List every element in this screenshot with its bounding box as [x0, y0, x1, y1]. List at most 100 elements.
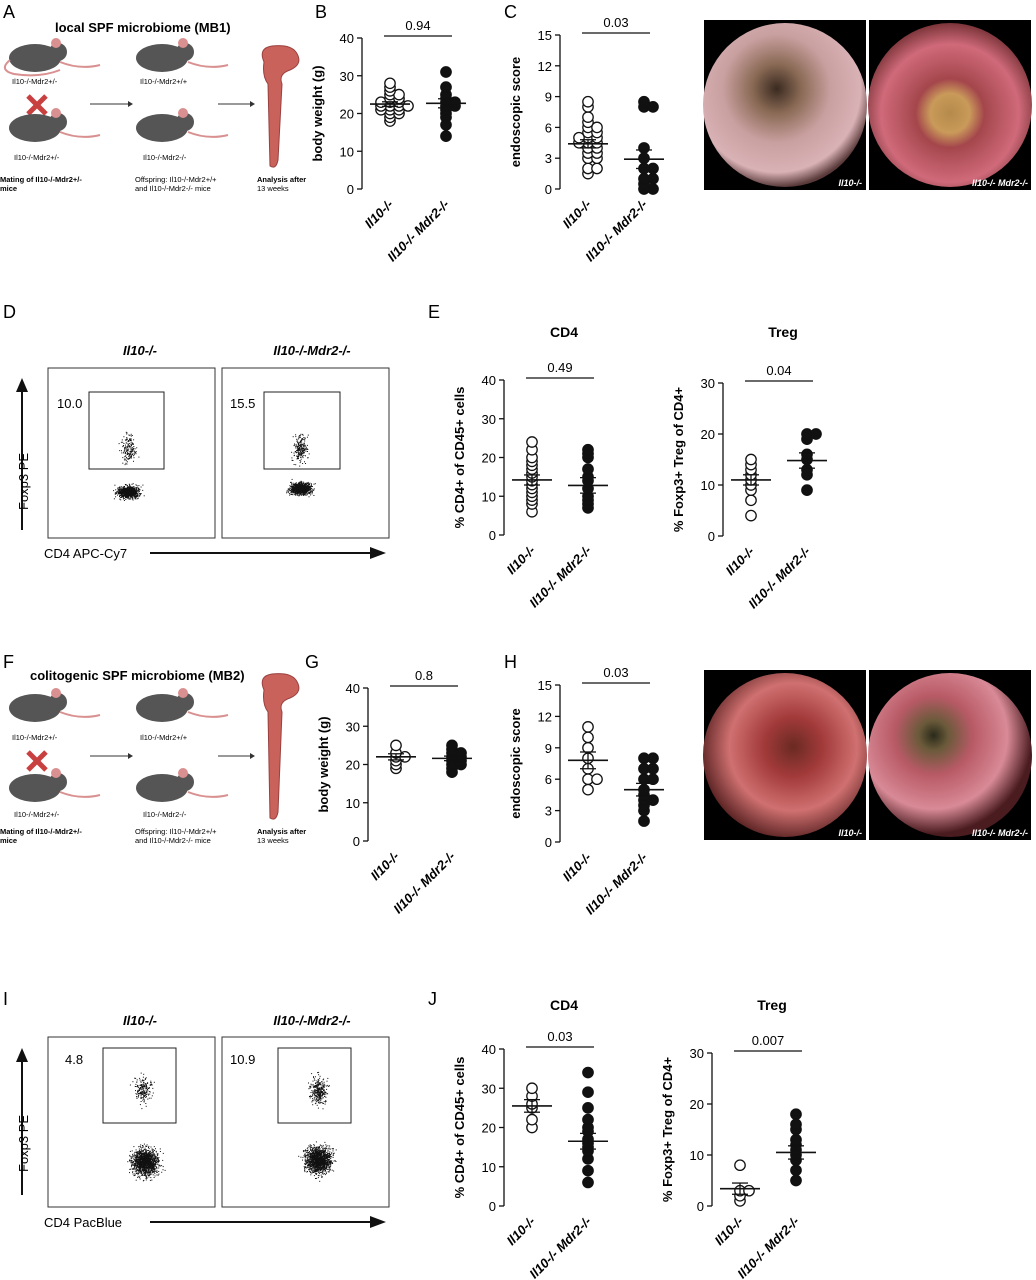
- event-dot: [327, 1154, 329, 1156]
- event-dot: [330, 1164, 332, 1166]
- event-dot: [147, 1083, 149, 1084]
- event-dot: [299, 451, 301, 453]
- event-dot: [139, 1154, 140, 1156]
- event-dot: [150, 1080, 152, 1082]
- event-dot: [309, 491, 311, 493]
- caption-offspring-2-f: and Il10-/-Mdr2-/- mice: [135, 836, 211, 845]
- event-dot: [142, 1087, 144, 1089]
- event-dot: [307, 484, 309, 486]
- event-dot: [292, 489, 294, 491]
- event-dot: [299, 486, 300, 488]
- event-dot: [142, 1168, 144, 1170]
- event-dot: [142, 1175, 144, 1176]
- event-dot: [298, 449, 300, 451]
- event-dot: [143, 1082, 145, 1084]
- event-dot: [327, 1148, 329, 1150]
- event-dot: [135, 492, 137, 494]
- event-dot: [145, 1157, 147, 1159]
- event-dot: [291, 489, 292, 490]
- event-dot: [307, 489, 309, 491]
- event-dot: [147, 1169, 149, 1171]
- event-dot: [310, 1149, 311, 1151]
- event-dot: [131, 1156, 133, 1158]
- event-dot: [294, 485, 296, 487]
- event-dot: [148, 1163, 150, 1165]
- event-dot: [306, 1171, 308, 1173]
- event-dot: [134, 486, 136, 488]
- event-dot: [126, 490, 128, 492]
- event-dot: [126, 446, 128, 448]
- event-dot: [317, 1148, 319, 1150]
- event-dot: [298, 491, 300, 493]
- event-dot: [155, 1157, 157, 1159]
- event-dot: [124, 449, 126, 451]
- event-dot: [120, 441, 122, 443]
- event-dot: [126, 454, 128, 455]
- event-dot: [309, 1171, 311, 1173]
- event-dot: [147, 1173, 149, 1175]
- event-dot: [306, 494, 308, 496]
- event-dot: [137, 498, 139, 500]
- event-dot: [153, 1146, 155, 1148]
- event-dot: [321, 1146, 322, 1148]
- event-dot: [297, 450, 299, 452]
- event-dot: [143, 1160, 145, 1162]
- event-dot: [149, 1157, 150, 1159]
- event-dot: [323, 1165, 325, 1167]
- event-dot: [124, 489, 126, 491]
- event-dot: [142, 484, 144, 486]
- event-dot: [304, 488, 306, 490]
- event-dot: [304, 483, 306, 485]
- event-dot: [143, 1143, 145, 1145]
- event-dot: [136, 1154, 138, 1156]
- event-dot: [298, 484, 300, 486]
- event-dot: [316, 1171, 318, 1173]
- event-dot: [317, 1167, 319, 1169]
- endoscopy-images-c: Il10-/- Il10-/- Mdr2-/-: [703, 20, 1032, 190]
- event-dot: [307, 1162, 309, 1164]
- event-dot: [152, 1149, 154, 1151]
- event-dot: [153, 1160, 155, 1162]
- event-dot: [143, 1171, 145, 1173]
- event-dot: [304, 440, 306, 442]
- event-dot: [313, 488, 315, 490]
- event-dot: [133, 486, 134, 488]
- event-dot: [318, 1162, 320, 1164]
- event-dot: [128, 453, 130, 455]
- event-dot: [150, 1162, 152, 1164]
- event-dot: [311, 486, 313, 487]
- event-dot: [141, 1085, 142, 1087]
- event-dot: [149, 1163, 151, 1165]
- event-dot: [141, 1174, 143, 1176]
- event-dot: [297, 453, 299, 455]
- event-dot: [150, 1160, 152, 1162]
- event-dot: [124, 447, 126, 449]
- event-dot: [297, 456, 299, 458]
- event-dot: [303, 488, 305, 490]
- event-dot: [138, 1164, 140, 1166]
- event-dot: [145, 1145, 147, 1147]
- event-dot: [150, 1164, 152, 1166]
- event-dot: [321, 1163, 322, 1164]
- event-dot: [151, 1149, 153, 1151]
- event-dot: [296, 486, 298, 488]
- event-dot: [298, 452, 299, 454]
- event-dot: [152, 1169, 154, 1171]
- event-dot: [129, 1160, 130, 1162]
- event-dot: [133, 495, 135, 496]
- event-dot: [129, 1155, 131, 1157]
- event-dot: [153, 1170, 155, 1172]
- event-dot: [295, 487, 297, 489]
- offspring-mouse-top-f: [136, 688, 229, 722]
- event-dot: [162, 1159, 164, 1161]
- event-dot: [299, 448, 301, 450]
- event-dot: [153, 1171, 155, 1173]
- event-dot: [140, 1169, 142, 1171]
- event-dot: [139, 1169, 141, 1171]
- event-dot: [300, 433, 302, 435]
- event-dot: [127, 443, 129, 445]
- event-dot: [144, 1175, 146, 1176]
- event-dot: [289, 488, 291, 490]
- event-dot: [331, 1162, 333, 1164]
- event-dot: [124, 447, 126, 449]
